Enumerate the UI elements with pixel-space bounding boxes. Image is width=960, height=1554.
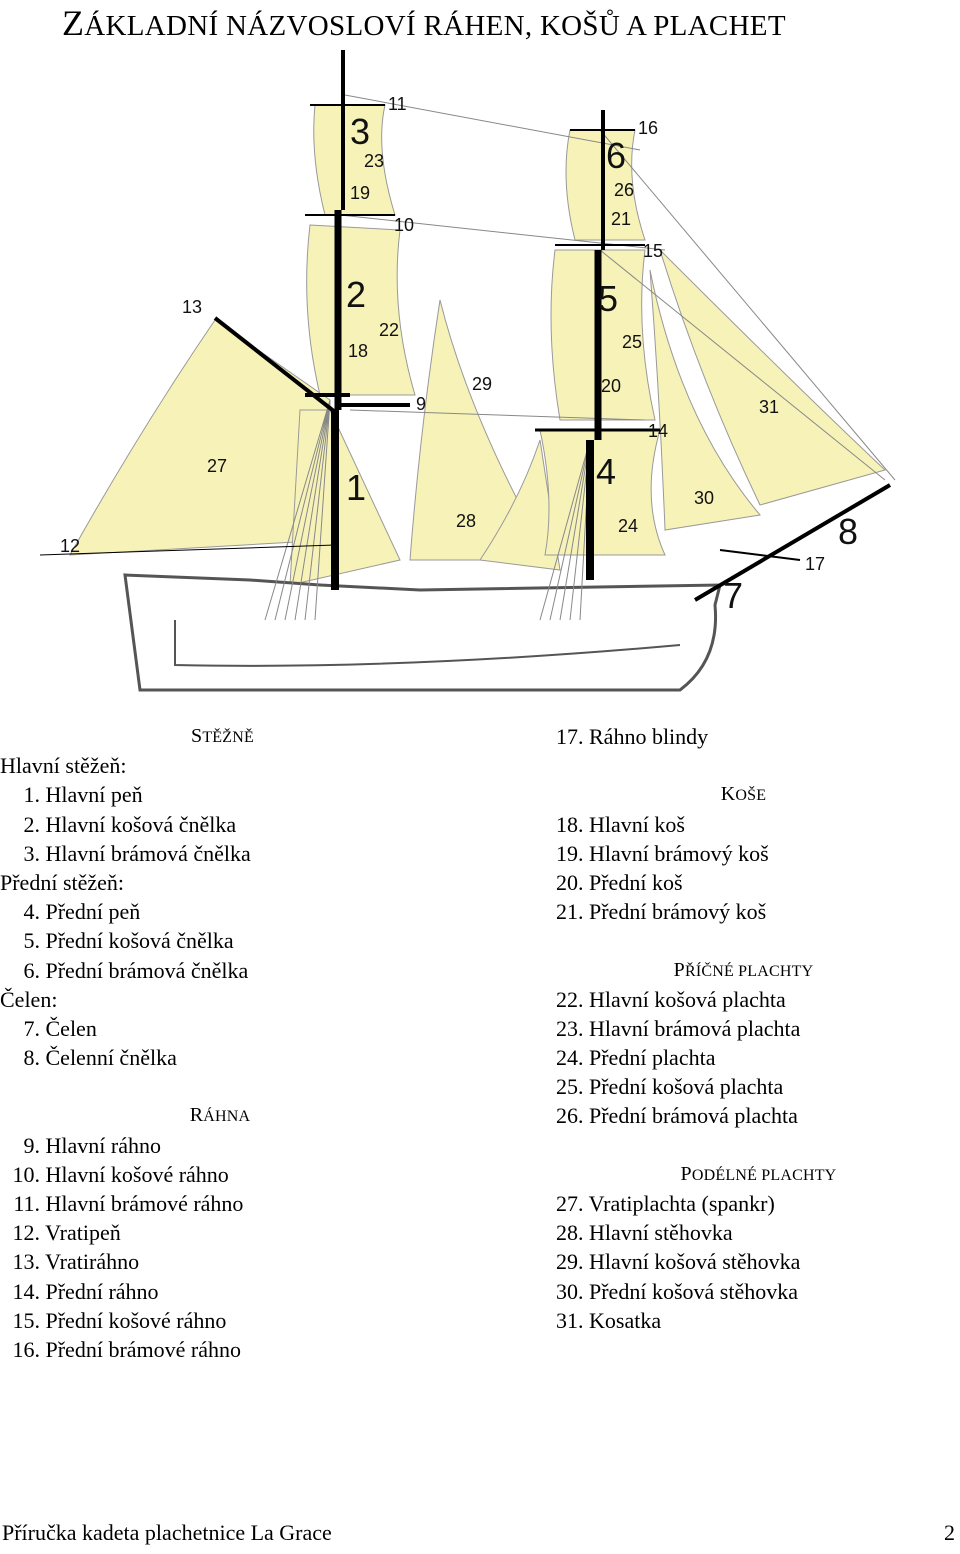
- sail-main-topsail: [306, 224, 416, 396]
- diagram-label: 11: [388, 94, 407, 114]
- section-heading-square-sails: PŘÍČNÉ PLACHTY: [673, 958, 814, 981]
- sail-fore-topgallant: [565, 129, 646, 241]
- diagram-label: 20: [601, 376, 621, 396]
- section-heading-fore-aft-sails: PODÉLNÉ PLACHTY: [680, 1162, 837, 1185]
- diagram-label: 12: [60, 536, 80, 556]
- list-item: 11. Hlavní brámové ráhno: [13, 1191, 244, 1216]
- list-item: 7. Čelen: [23, 1015, 97, 1041]
- diagram-label: 26: [614, 180, 634, 200]
- list-item: 29. Hlavní košová stěhovka: [556, 1249, 801, 1275]
- sail-fore-staysail: [479, 439, 561, 571]
- sails: [69, 104, 886, 586]
- list-item: 22. Hlavní košová plachta: [556, 986, 786, 1012]
- page-number: 2: [944, 1520, 955, 1545]
- list-item: 24. Přední plachta: [556, 1045, 716, 1071]
- diagram-label: 1: [346, 467, 366, 508]
- diagram-label: 18: [348, 341, 368, 361]
- section-heading-yards: RÁHNA: [189, 1104, 251, 1127]
- list-item: 27. Vratiplachta (spankr): [556, 1191, 775, 1216]
- diagram-label: 2: [346, 274, 366, 315]
- list-item: 10. Hlavní košové ráhno: [12, 1161, 229, 1187]
- page-title: ZÁKLADNÍ NÁZVOSLOVÍ RÁHEN, KOŠŮ A PLACHE…: [62, 3, 786, 43]
- list-item: 25. Přední košová plachta: [556, 1074, 784, 1100]
- diagram-label: 24: [618, 516, 638, 536]
- list-item: 20. Přední koš: [556, 869, 683, 895]
- diagram-label: 10: [394, 215, 414, 235]
- diagram-label: 14: [648, 421, 668, 441]
- diagram-label: 15: [643, 241, 663, 261]
- group-label-fore-mast: Přední stěžeň:: [0, 869, 125, 895]
- diagram-label: 3: [350, 111, 370, 152]
- diagram-label: 29: [472, 374, 492, 394]
- list-item: 14. Přední ráhno: [12, 1278, 159, 1304]
- diagram-label: 30: [694, 488, 714, 508]
- sail-main-staysail: [289, 409, 401, 586]
- sail-jib: [659, 249, 886, 506]
- sail-fore-topsail: [550, 249, 656, 421]
- diagram-label: 5: [598, 278, 618, 319]
- list-item: 30. Přední košová stěhovka: [556, 1278, 798, 1304]
- list-item: 12. Vratipeň: [12, 1220, 121, 1246]
- sail-fore-topmast-staysail: [649, 269, 761, 531]
- group-label-bowsprit: Čelen:: [0, 986, 58, 1012]
- diagram-label: 31: [759, 397, 779, 417]
- list-item: 19. Hlavní brámový koš: [556, 840, 769, 866]
- diagram-label: 25: [622, 332, 642, 352]
- diagram-label: 13: [182, 297, 202, 317]
- section-heading-masts: STĚŽNĚ: [191, 725, 254, 747]
- list-item: 21. Přední brámový koš: [556, 899, 767, 925]
- diagram-label: 8: [838, 511, 858, 552]
- right-column: 17. Ráhno blindy KOŠE 18. Hlavní koš 19.…: [556, 722, 956, 1335]
- list-item: 13. Vratiráhno: [12, 1249, 140, 1275]
- diagram-label: 9: [416, 394, 426, 414]
- diagram-label: 4: [596, 451, 616, 492]
- list-item: 23. Hlavní brámová plachta: [556, 1015, 801, 1041]
- spars: [39, 50, 892, 602]
- diagram-label: 23: [364, 151, 384, 171]
- list-item: 26. Přední brámová plachta: [556, 1103, 798, 1129]
- diagram-label: 17: [805, 554, 825, 574]
- hull: [123, 573, 722, 692]
- diagram-label: 22: [379, 320, 399, 340]
- list-item: 6. Přední brámová čnělka: [23, 957, 249, 983]
- sail-fore-course: [539, 429, 666, 556]
- section-heading-tops: KOŠE: [720, 783, 767, 806]
- ship-diagram: 1 2 3 4 5 6 7 8 9 10 11 12 13 14 15 16 1…: [39, 50, 896, 692]
- diagram-label: 27: [207, 456, 227, 476]
- group-label-main-mast: Hlavní stěžeň:: [0, 753, 127, 779]
- footer-title: Příručka kadeta plachetnice La Grace: [2, 1520, 332, 1545]
- list-item: 28. Hlavní stěhovka: [556, 1220, 733, 1246]
- diagram-label: 7: [723, 575, 743, 616]
- list-item: 3. Hlavní brámová čnělka: [23, 840, 251, 866]
- list-item: 5. Přední košová čnělka: [23, 928, 234, 954]
- rigging: [264, 94, 896, 621]
- list-item: 15. Přední košové ráhno: [12, 1307, 227, 1333]
- list-item: 8. Čelenní čnělka: [23, 1045, 177, 1071]
- sail-spanker: [69, 319, 331, 556]
- diagram-label: 16: [638, 118, 658, 138]
- list-item: 16. Přední brámové ráhno: [12, 1336, 242, 1362]
- list-item: 31. Kosatka: [556, 1307, 662, 1333]
- list-item: 4. Přední peň: [23, 899, 141, 925]
- list-item: 9. Hlavní ráhno: [23, 1132, 161, 1158]
- diagram-label: 19: [350, 183, 370, 203]
- diagram-label: 28: [456, 511, 476, 531]
- diagram-numbers: 1 2 3 4 5 6 7 8 9 10 11 12 13 14 15 16 1…: [60, 94, 858, 616]
- diagram-label: 21: [611, 209, 631, 229]
- list-item: 2. Hlavní košová čnělka: [23, 811, 237, 837]
- left-column: STĚŽNĚ Hlavní stěžeň: 1. Hlavní peň 2. H…: [0, 722, 470, 1364]
- list-item: 1. Hlavní peň: [23, 782, 143, 808]
- list-item: 18. Hlavní koš: [556, 811, 685, 837]
- list-item: 17. Ráhno blindy: [556, 724, 709, 749]
- diagram-label: 6: [606, 135, 626, 176]
